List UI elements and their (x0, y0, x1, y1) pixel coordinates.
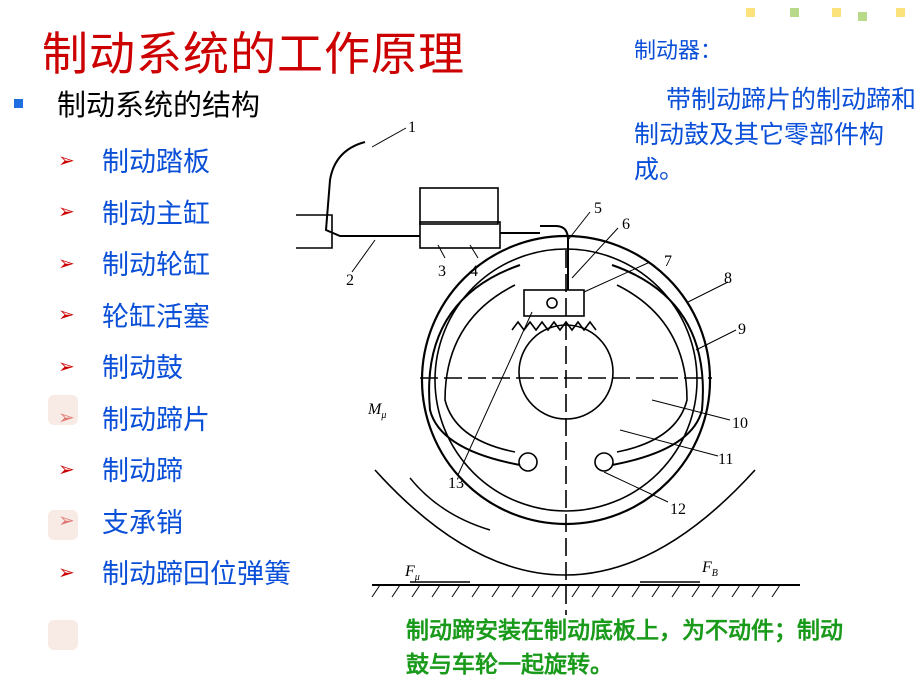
leader-lines (351, 127, 737, 503)
shoe-left-inner (444, 284, 516, 453)
arrow-bullet-icon: ➢ (58, 250, 75, 275)
ground-hatch (371, 584, 781, 598)
list-item: ➢轮缸活塞 (58, 301, 210, 333)
arrow-bullet-icon: ➢ (58, 456, 75, 481)
pedal-mount (296, 214, 333, 249)
shoe-left (428, 264, 521, 466)
section-heading-text: 制动系统的结构 (57, 88, 261, 122)
decorative-square (896, 8, 905, 17)
pedal-lever (324, 141, 420, 237)
list-item: ➢支承销 (58, 495, 291, 547)
bottom-note: 制动蹄安装在制动底板上，为不动件；制动鼓与车轮一起旋转。 (406, 618, 843, 678)
part-number: 12 (670, 501, 686, 518)
slide-title: 制动系统的工作原理 (42, 27, 465, 81)
part-number: 13 (448, 475, 464, 492)
brake-note-body: 带制动蹄片的制动蹄和制动鼓及其它零部件构成。 (634, 85, 917, 184)
force-f-b-label: FB (701, 559, 718, 579)
brake-note-title: 制动器： (634, 39, 723, 64)
part-number: 8 (724, 270, 732, 287)
decorative-square (858, 12, 867, 21)
part-number: 9 (738, 321, 746, 338)
decorative-seal-icon (48, 395, 78, 425)
anchor-pin-left (518, 452, 538, 472)
decorative-seal-icon (48, 510, 78, 540)
part-number: 1 (408, 119, 416, 136)
part-number-labels: 1 2 3 4 5 6 7 8 9 10 11 12 13 Mμ Fμ FB (346, 119, 748, 583)
list-item: ➢制动蹄 (58, 456, 183, 488)
return-spring (511, 320, 597, 332)
square-bullet-icon (14, 98, 23, 108)
part-number: 2 (346, 272, 354, 289)
anchor-pin-right (594, 452, 614, 472)
decorative-square (832, 8, 841, 17)
wheel-arc (374, 469, 756, 576)
arrow-bullet-icon: ➢ (58, 199, 75, 224)
list-item: ➢制动踏板 (58, 147, 210, 179)
part-number: 10 (732, 415, 748, 432)
master-cylinder (419, 221, 501, 249)
list-item: ➢制动鼓 (58, 353, 183, 385)
decorative-seal-icon (48, 620, 78, 650)
part-number: 11 (718, 451, 733, 468)
arrow-bullet-icon: ➢ (58, 147, 75, 172)
rotation-arrow (409, 477, 491, 531)
drum-inner (434, 248, 698, 512)
shoe-right-inner (616, 284, 688, 453)
part-number: 6 (622, 216, 630, 233)
part-number: 7 (664, 253, 672, 270)
arrow-bullet-icon: ➢ (58, 353, 75, 378)
brake-diagram: 1 2 3 4 5 6 7 8 9 10 11 12 13 Mμ Fμ FB (296, 119, 800, 615)
decorative-square (790, 8, 799, 17)
part-number: 3 (438, 263, 446, 280)
list-item: ➢制动主缸 (58, 198, 210, 230)
shoe-right (611, 264, 704, 466)
wheel-cylinder (523, 289, 585, 317)
part-number: 5 (594, 200, 602, 217)
component-list: ➢制动踏板 ➢制动主缸 ➢制动轮缸 ➢轮缸活塞 ➢制动鼓 ➢制动蹄片 ➢制动蹄 … (58, 134, 291, 598)
part-number: 4 (470, 263, 478, 280)
moment-label: Mμ (367, 401, 386, 421)
section-heading: 制动系统的结构 (14, 82, 260, 124)
list-item: ➢制动蹄回位弹簧 (58, 559, 291, 591)
list-item: ➢制动蹄片 (58, 392, 291, 444)
reservoir (419, 187, 499, 225)
list-item: ➢制动轮缸 (58, 250, 210, 282)
arrow-bullet-icon: ➢ (58, 302, 75, 327)
force-f-mu-label: Fμ (404, 563, 420, 583)
arrow-bullet-icon: ➢ (58, 559, 75, 584)
wheel-cylinder-port (546, 297, 558, 309)
decorative-square (746, 8, 755, 17)
